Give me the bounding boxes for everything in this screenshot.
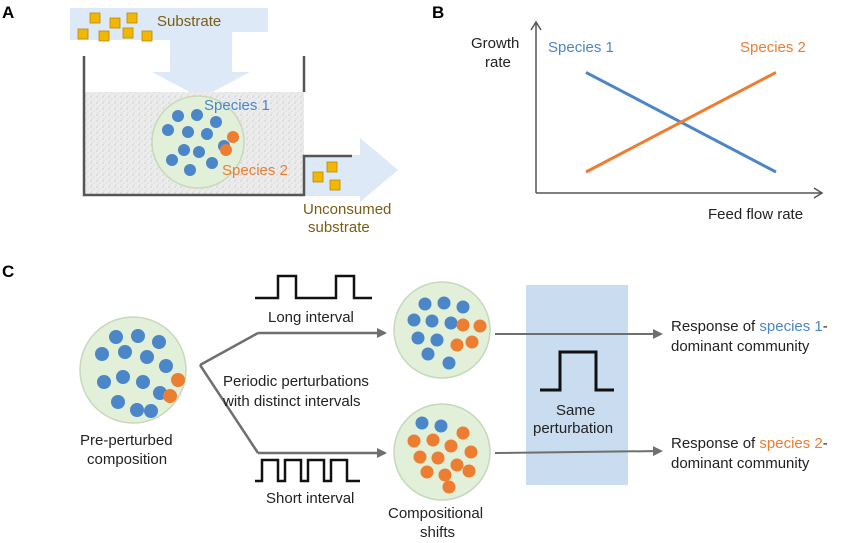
same-perturbation-pulse-icon: [540, 350, 614, 392]
response-2-prefix: Response of: [671, 435, 759, 452]
species-2-cells-pre: [163, 373, 185, 403]
series-line-species-2: [585, 71, 777, 174]
species-1-label-a: Species 1: [204, 97, 270, 114]
vessel-wall: [82, 56, 352, 197]
response-1-label-2: dominant community: [671, 338, 810, 355]
unconsumed-label: Unconsumed: [303, 201, 391, 218]
perturbation-box: [526, 285, 628, 485]
substrate-squares-inflow: [77, 12, 153, 42]
substrate-label: Substrate: [157, 13, 221, 30]
same-perturbation-label: Same: [556, 402, 595, 419]
periodic-label: Periodic perturbations: [223, 373, 369, 390]
species-2-cells-long: [450, 318, 487, 352]
growth-rate-chart: [530, 20, 824, 199]
response-1-label: Response of species 1-: [671, 318, 828, 335]
species-2-label-a: Species 2: [222, 162, 288, 179]
panel-a: A Substrate: [2, 3, 398, 236]
x-axis-arrowhead: [813, 187, 824, 199]
response-1-suffix: -: [823, 318, 828, 335]
series-2-label: Species 2: [740, 39, 806, 56]
y-axis-label: Growth: [471, 35, 519, 52]
substrate-squares-outflow: [312, 161, 341, 191]
pre-perturbed-label: Pre-perturbed: [80, 432, 173, 449]
species-2-cells-short: [407, 426, 478, 494]
short-interval-pulse-icon: [255, 458, 360, 483]
response-2-label: Response of species 2-: [671, 435, 828, 452]
panel-b: B Growth rate Feed flow rate Species 1 S…: [432, 3, 824, 223]
short-interval-label: Short interval: [266, 490, 354, 507]
y-axis-arrowhead: [530, 20, 542, 31]
periodic-label-2: with distinct intervals: [222, 393, 361, 410]
panel-a-label: A: [2, 3, 14, 22]
branch-line-top: [199, 331, 259, 367]
species-2-cells-a: [220, 131, 239, 156]
species-1-cells-short: [415, 416, 448, 433]
panel-c-label: C: [2, 262, 14, 281]
species-1-cells-a: [162, 109, 230, 176]
response-2-label-2: dominant community: [671, 455, 810, 472]
x-axis-label: Feed flow rate: [708, 206, 803, 223]
species-1-cells-long: [407, 296, 470, 370]
long-interval-label: Long interval: [268, 309, 354, 326]
response-1-prefix: Response of: [671, 318, 759, 335]
panel-b-label: B: [432, 3, 444, 22]
series-1-label: Species 1: [548, 39, 614, 56]
compositional-shifts-label: Compositional: [388, 505, 483, 522]
response-1-species: species 1: [759, 318, 822, 335]
species-1-cells-pre: [95, 329, 173, 418]
pre-perturbed-label-2: composition: [87, 451, 167, 468]
compositional-shifts-label-2: shifts: [420, 524, 455, 541]
long-interval-pulse-icon: [255, 274, 372, 300]
same-perturbation-label-2: perturbation: [533, 420, 613, 437]
y-axis-label-2: rate: [485, 54, 511, 71]
branch-line-bottom: [198, 364, 260, 454]
outflow-arrow: [304, 138, 398, 202]
unconsumed-label-2: substrate: [308, 219, 370, 236]
response-2-species: species 2: [759, 435, 822, 452]
response-2-suffix: -: [823, 435, 828, 452]
panel-c: C Long interval Short interval Periodic …: [2, 262, 828, 541]
inflow-arrow: [70, 8, 268, 98]
arrow-response-2: [494, 446, 663, 457]
